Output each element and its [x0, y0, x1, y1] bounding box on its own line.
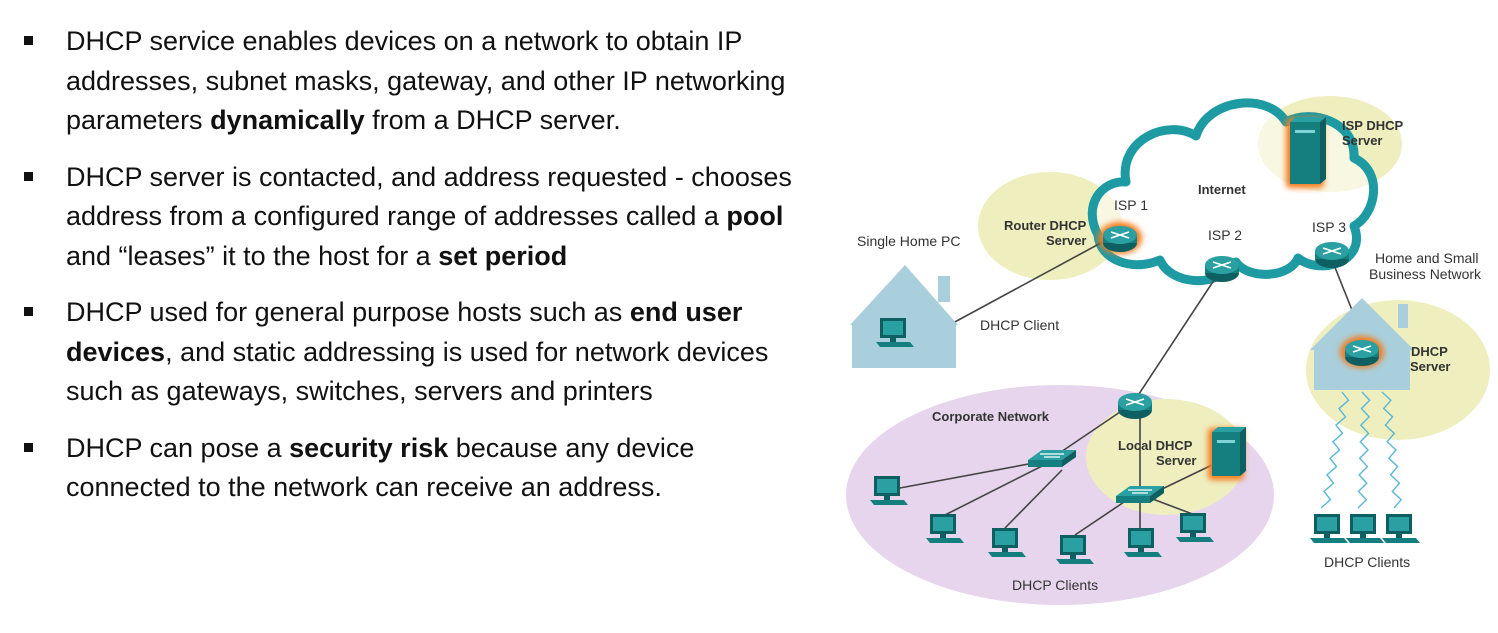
router-dhcp-label-2: Server: [1046, 233, 1086, 248]
bullet-item: DHCP service enables devices on a networ…: [22, 22, 812, 141]
home-dhcp-label-2: Server: [1410, 359, 1450, 374]
bullet-text: , and static addressing is used for netw…: [66, 336, 769, 407]
local-dhcp-label-2: Server: [1156, 453, 1196, 468]
square-bullet-icon: [24, 307, 33, 316]
home-client-pc-icon: [1346, 514, 1384, 543]
home-small-label-1: Home and Small: [1375, 250, 1479, 266]
dhcp-client-label: DHCP Client: [980, 317, 1059, 333]
corporate-client-pc-icon: [1176, 513, 1214, 542]
router-dhcp-server-icon: [1098, 222, 1142, 254]
bullet-text: DHCP service enables devices on a networ…: [66, 26, 786, 135]
isp-dhcp-label-2: Server: [1342, 133, 1382, 148]
bullet-emphasis: end user devices: [66, 297, 743, 367]
corporate-client-pc-icon: [926, 514, 964, 543]
corporate-router-icon: [1118, 393, 1152, 419]
local-dhcp-server-icon: [1208, 427, 1246, 480]
isp2-label: ISP 2: [1208, 227, 1242, 243]
single-home-house-icon: [850, 265, 958, 368]
isp2-router-icon: [1205, 256, 1239, 282]
network-links: [899, 237, 1361, 536]
router-dhcp-label-1: Router DHCP: [1004, 218, 1087, 233]
home-client-pc-icon: [1310, 514, 1348, 543]
bullet-text: from a DHCP server.: [364, 105, 621, 135]
local-dhcp-highlight: [1086, 399, 1246, 515]
corporate-switch-1-icon: [1028, 450, 1076, 467]
home-small-business-house-icon: [1310, 298, 1414, 390]
bullet-emphasis: set period: [438, 240, 568, 271]
corporate-client-pc-icon: [870, 476, 908, 505]
home-client-pc-icon: [1382, 514, 1420, 543]
single-home-pc-icon: [876, 318, 914, 347]
local-dhcp-label-1: Local DHCP: [1118, 438, 1193, 453]
bullet-item: DHCP can pose a security risk because an…: [22, 429, 812, 508]
corporate-client-pc-icon: [1056, 535, 1094, 564]
isp3-label: ISP 3: [1312, 219, 1346, 235]
corporate-network-label: Corporate Network: [932, 409, 1050, 424]
single-home-pc-label: Single Home PC: [857, 233, 961, 249]
bullet-emphasis: dynamically: [210, 105, 365, 135]
bullet-item: DHCP used for general purpose hosts such…: [22, 293, 812, 412]
bullet-text: and “leases” it to the host for a: [66, 240, 439, 271]
corporate-client-pc-icon: [988, 528, 1026, 557]
wireless-links: [1320, 391, 1403, 509]
bullet-text: because any device connected to the netw…: [66, 432, 695, 503]
home-dhcp-router-icon: [1340, 336, 1384, 368]
square-bullet-icon: [24, 36, 33, 45]
dhcp-clients-home-label: DHCP Clients: [1324, 554, 1410, 570]
router-dhcp-highlight: [978, 172, 1122, 280]
isp-dhcp-label-1: ISP DHCP: [1342, 118, 1403, 133]
bullet-text: DHCP can pose a: [66, 432, 290, 463]
bullet-list: DHCP service enables devices on a networ…: [22, 22, 812, 525]
corporate-switch-2-icon: [1116, 486, 1164, 503]
dhcp-clients-corporate-label: DHCP Clients: [1012, 577, 1098, 593]
bullet-item: DHCP server is contacted, and address re…: [22, 158, 812, 277]
isp3-router-icon: [1315, 242, 1349, 268]
isp-dhcp-server-icon: [1286, 117, 1326, 188]
home-small-label-2: Business Network: [1369, 266, 1482, 282]
home-dhcp-label-1: DHCP: [1411, 344, 1448, 359]
isp1-label: ISP 1: [1114, 197, 1148, 213]
square-bullet-icon: [24, 442, 33, 452]
bullet-emphasis: pool: [726, 201, 784, 231]
bullet-text: DHCP used for general purpose hosts such…: [66, 297, 630, 327]
wireless-link: [1381, 391, 1403, 509]
internet-label: Internet: [1198, 182, 1246, 197]
wireless-link: [1357, 391, 1371, 509]
bullet-text: DHCP server is contacted, and address re…: [66, 161, 792, 232]
bullet-emphasis: security risk: [289, 432, 449, 463]
wireless-link: [1320, 391, 1350, 509]
square-bullet-icon: [24, 171, 33, 181]
corporate-client-pc-icon: [1124, 528, 1162, 557]
dhcp-network-diagram: Internet ISP 1 ISP 2 ISP 3 Router DHCP S…: [846, 96, 1490, 605]
